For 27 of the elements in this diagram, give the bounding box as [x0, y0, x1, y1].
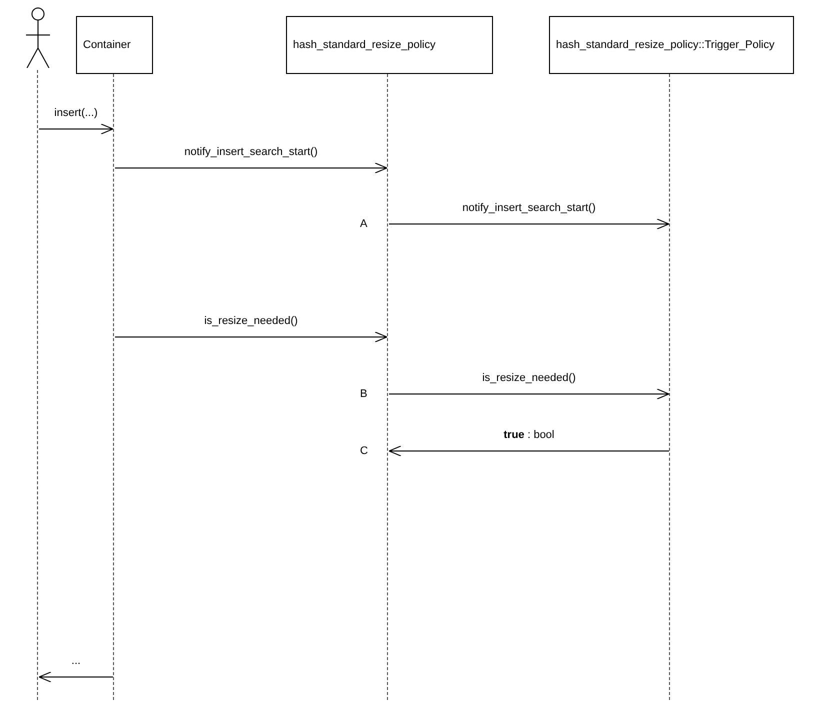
message-arrow [388, 446, 670, 456]
lifeline [387, 74, 389, 700]
message-arrow [38, 672, 114, 682]
lifeline [669, 74, 671, 700]
lifeline [113, 74, 115, 700]
message-arrow [114, 332, 388, 342]
participant-box [286, 16, 493, 74]
participant-name: hash_standard_resize_policy::Trigger_Policy [556, 39, 774, 51]
participant-box [549, 16, 794, 74]
participant-name: hash_standard_resize_policy [293, 39, 436, 51]
message-label: is_resize_needed() [202, 315, 300, 327]
participant-name: Container [83, 39, 131, 51]
message-label: is_resize_needed() [480, 372, 578, 384]
participant-box [76, 16, 153, 74]
message-arrow [114, 162, 388, 174]
step-label: B [360, 388, 368, 400]
step-label: A [360, 218, 368, 230]
message-arrow [38, 124, 114, 134]
message-label: notify_insert_search_start() [182, 146, 320, 158]
message-arrow [388, 388, 670, 400]
message-arrow [388, 218, 670, 230]
step-label: C [360, 445, 368, 457]
lifeline [37, 70, 39, 700]
message-label: insert(...) [52, 107, 100, 119]
message-label: true : bool [502, 429, 556, 441]
actor-icon [24, 6, 52, 68]
message-label: notify_insert_search_start() [460, 202, 598, 214]
